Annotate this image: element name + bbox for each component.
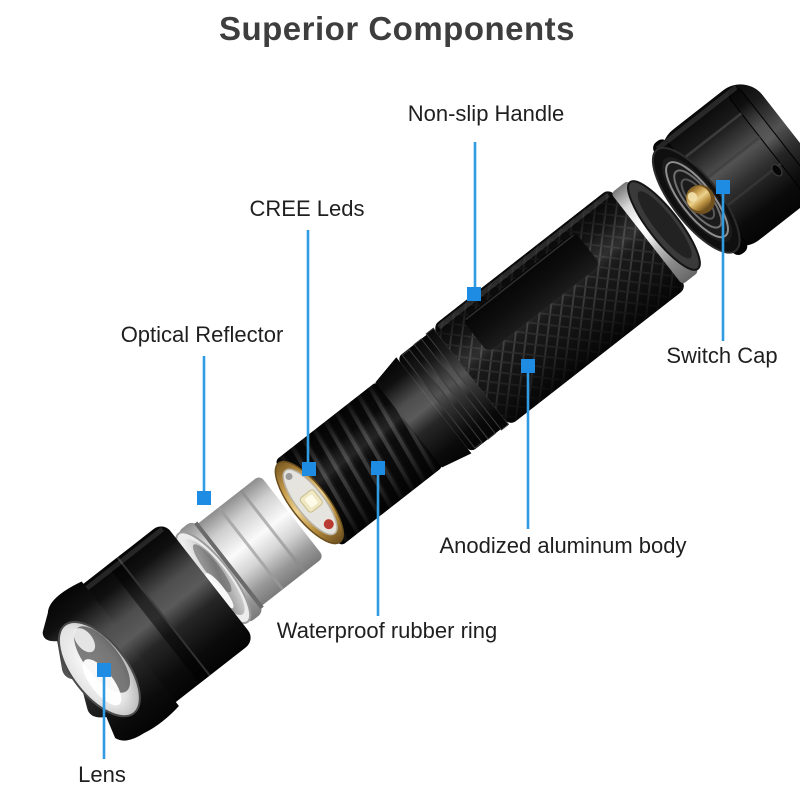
callout-markers: [97, 180, 730, 677]
callout-marker-optical-reflector: [197, 491, 211, 505]
callout-marker-waterproof-ring: [371, 461, 385, 475]
callout-marker-lens: [97, 663, 111, 677]
callout-marker-anodized-body: [521, 359, 535, 373]
flashlight-head: [42, 526, 251, 741]
callout-label-waterproof-rubber-ring: Waterproof rubber ring: [276, 618, 498, 643]
callout-label-non-slip-handle: Non-slip Handle: [407, 101, 565, 126]
callout-lines: [102, 142, 725, 759]
lanyard-hole: [771, 163, 783, 177]
callout-marker-non-slip-handle: [467, 287, 481, 301]
tail-thread-ring: [612, 180, 701, 284]
optical-reflector-part: [175, 477, 322, 625]
flashlight: [42, 84, 800, 741]
callout-marker-cree-leds: [302, 462, 316, 476]
led-driver-component: [323, 519, 334, 530]
page-title: Superior Components: [218, 10, 576, 47]
led-module-and-threads: [274, 327, 510, 545]
switch-cap-part: [651, 84, 800, 255]
callout-label-optical-reflector: Optical Reflector: [120, 322, 284, 347]
callout-marker-switch-cap: [716, 180, 730, 194]
callout-label-anodized-aluminum-body: Anodized aluminum body: [439, 533, 687, 558]
callout-label-switch-cap: Switch Cap: [666, 343, 778, 368]
callout-label-lens: Lens: [78, 762, 126, 787]
callout-label-cree-leds: CREE Leds: [249, 196, 365, 221]
glossy-logo-panel: [464, 234, 598, 350]
